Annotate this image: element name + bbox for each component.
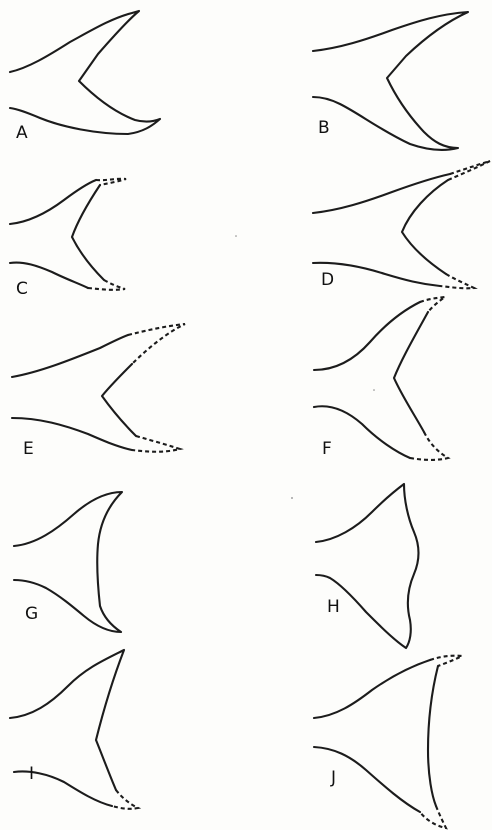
paper-speck: [373, 389, 375, 391]
fin-e-dashed-tips: [127, 322, 186, 453]
fin-c-dashed-tips: [87, 177, 127, 291]
fin-i-dashed-tips: [111, 789, 142, 810]
fin-f-dashed-tips: [409, 295, 451, 461]
fin-outline-d: [311, 159, 491, 290]
panel-label-d: D: [321, 270, 335, 290]
fin-j-solid-edge: [312, 658, 440, 814]
fin-d-dashed-tips: [439, 159, 491, 290]
fin-e-solid-edge: [10, 333, 138, 452]
fin-outline-g: [12, 490, 124, 634]
fin-f-solid-edge: [312, 300, 430, 460]
panel-label-j: J: [331, 768, 337, 788]
fin-j-dashed-tips: [419, 654, 466, 830]
panel-label-f: F: [322, 439, 332, 459]
panel-label-c: C: [16, 279, 28, 299]
fin-outline-i: [8, 648, 142, 810]
paper-speck: [291, 497, 293, 499]
fin-outline-e: [10, 322, 186, 453]
fin-outline-b: [311, 10, 470, 151]
fin-d-solid-edge: [311, 172, 452, 288]
panel-label-h: H: [327, 597, 340, 617]
panel-label-a: A: [16, 123, 28, 143]
panel-label-e: E: [23, 439, 34, 459]
panel-label-i: I: [29, 764, 35, 784]
fin-outline-j: [312, 654, 466, 830]
fin-outline-a: [8, 9, 162, 136]
fin-b-upper-edge: [311, 10, 470, 151]
fin-outline-c: [8, 177, 127, 291]
panel-label-b: B: [318, 118, 330, 138]
fin-outline-f: [312, 295, 451, 461]
fin-i-solid-edge: [8, 648, 126, 808]
paper-speck: [235, 235, 237, 237]
fin-c-solid-edge: [8, 178, 106, 290]
fin-h-outline: [314, 482, 420, 650]
panel-label-g: G: [25, 604, 39, 624]
fin-a-upper-edge: [8, 9, 162, 136]
fin-outline-h: [314, 482, 420, 650]
fin-g-outline: [12, 490, 124, 634]
